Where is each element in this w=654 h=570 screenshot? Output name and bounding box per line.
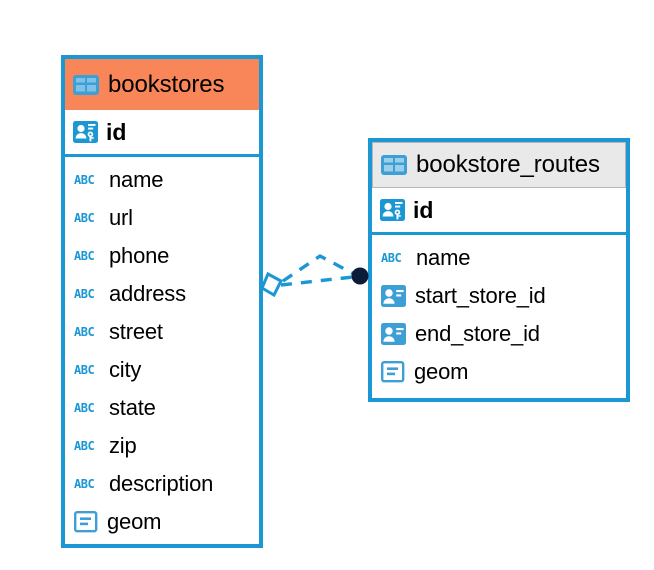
abc-text-icon: ABC xyxy=(74,172,95,188)
entity-title: bookstore_routes xyxy=(416,151,600,178)
field-row-name[interactable]: ABC name xyxy=(372,239,626,277)
field-row-name[interactable]: ABC name xyxy=(65,161,259,199)
field-label-address: address xyxy=(109,281,186,306)
abc-text-icon: ABC xyxy=(74,438,95,454)
field-label-city: city xyxy=(109,357,142,382)
abc-text-icon: ABC xyxy=(74,476,95,492)
field-label-name: name xyxy=(109,167,164,192)
abc-text-icon: ABC xyxy=(381,250,402,266)
field-label-url: url xyxy=(109,205,133,230)
field-row-phone[interactable]: ABC phone xyxy=(65,237,259,275)
field-row-id[interactable]: id xyxy=(65,110,259,157)
field-label-id: id xyxy=(106,118,127,145)
field-row-description[interactable]: ABC description xyxy=(65,465,259,503)
abc-text-icon: ABC xyxy=(74,400,95,416)
field-row-address[interactable]: ABC address xyxy=(65,275,259,313)
field-label-state: state xyxy=(109,395,156,420)
table-icon xyxy=(73,74,99,95)
abc-text-icon: ABC xyxy=(74,210,95,226)
relationship-line-branch-1 xyxy=(280,275,354,287)
field-row-url[interactable]: ABC url xyxy=(65,199,259,237)
entity-header-bookstore-routes[interactable]: bookstore_routes xyxy=(372,142,626,188)
entity-header-bookstores[interactable]: bookstores xyxy=(65,59,259,110)
abc-text-icon: ABC xyxy=(74,362,95,378)
field-row-id[interactable]: id xyxy=(372,188,626,235)
field-row-state[interactable]: ABC state xyxy=(65,389,259,427)
field-label-geom: geom xyxy=(414,359,469,384)
field-label-street: street xyxy=(109,319,163,344)
field-label-name: name xyxy=(416,245,471,270)
abc-text-icon: ABC xyxy=(74,324,95,340)
field-row-start-store-id[interactable]: start_store_id xyxy=(372,277,626,315)
field-label-id: id xyxy=(413,196,434,223)
entity-bookstore-routes[interactable]: bookstore_routes id ABC xyxy=(368,138,630,402)
field-label-geom: geom xyxy=(107,509,162,534)
field-row-geom[interactable]: geom xyxy=(372,353,626,391)
entity-title: bookstores xyxy=(108,70,225,98)
abc-text-icon: ABC xyxy=(74,286,95,302)
abc-text-icon: ABC xyxy=(74,248,95,264)
field-row-city[interactable]: ABC city xyxy=(65,351,259,389)
field-label-zip: zip xyxy=(109,433,137,458)
diamond-marker xyxy=(260,271,283,298)
foreign-key-icon xyxy=(381,323,406,345)
relationship-line-branch-2 xyxy=(282,254,355,283)
primary-key-icon xyxy=(380,198,405,222)
primary-key-icon xyxy=(73,120,98,144)
field-row-end-store-id[interactable]: end_store_id xyxy=(372,315,626,353)
entity-bookstores[interactable]: bookstores id ABC xyxy=(61,55,263,548)
field-label-start-store-id: start_store_id xyxy=(415,283,546,308)
field-list-bookstores: ABC name ABC url ABC phone ABC address A… xyxy=(65,157,259,541)
field-list-bookstore-routes: ABC name start_store_id xyxy=(372,235,626,391)
field-row-street[interactable]: ABC street xyxy=(65,313,259,351)
field-label-end-store-id: end_store_id xyxy=(415,321,540,346)
filled-circle-marker xyxy=(351,267,369,285)
field-row-geom[interactable]: geom xyxy=(65,503,259,541)
field-label-phone: phone xyxy=(109,243,170,268)
field-label-description: description xyxy=(109,471,214,496)
geometry-icon xyxy=(74,510,98,534)
geometry-icon xyxy=(381,360,405,384)
foreign-key-icon xyxy=(381,285,406,307)
table-icon xyxy=(381,155,407,175)
field-row-zip[interactable]: ABC zip xyxy=(65,427,259,465)
